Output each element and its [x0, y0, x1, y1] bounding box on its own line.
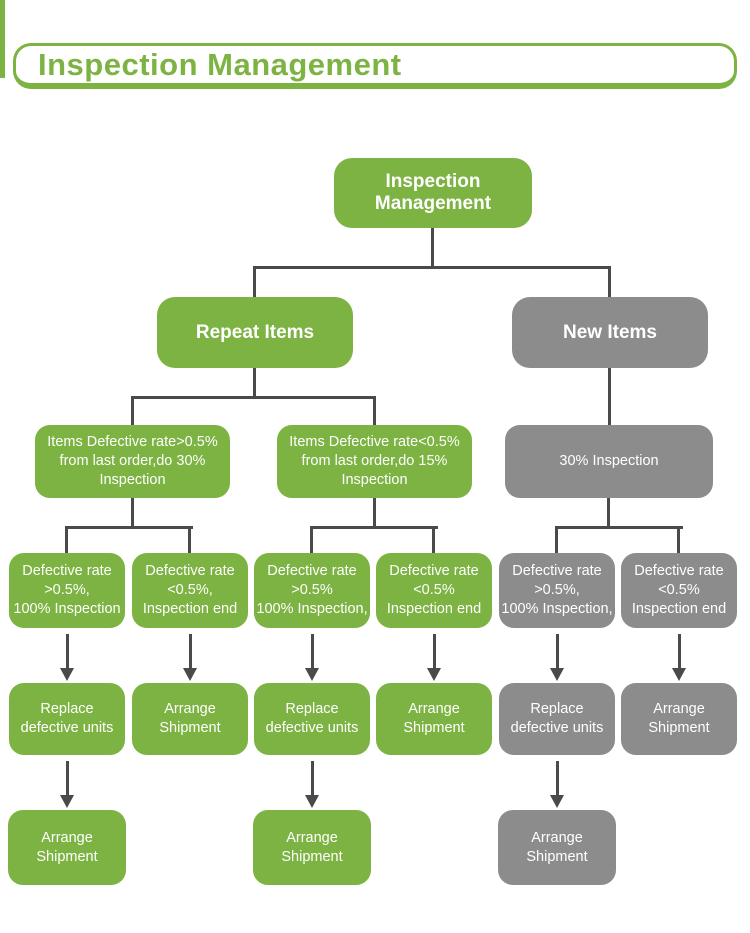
arrow-shaft: [310, 634, 314, 668]
arrow-head: [183, 668, 197, 681]
connector-line: [65, 526, 193, 529]
node-label: Inspection Management: [374, 171, 492, 214]
node-rate-low-end-1: Defective rate <0.5%, Inspection end: [132, 553, 248, 628]
arrow-shaft: [555, 761, 559, 795]
arrow-shaft: [65, 761, 69, 795]
node-rate-low-end-3: Defective rate <0.5% Inspection end: [621, 553, 737, 628]
node-inspection-management: Inspection Management: [334, 158, 532, 228]
node-final-shipment-1: Arrange Shipment: [8, 810, 126, 885]
node-rate-high-100pct-2: Defective rate >0.5% 100% Inspection,: [254, 553, 370, 628]
node-label: Arrange Shipment: [403, 701, 465, 736]
arrow-head: [305, 795, 319, 808]
arrow-head: [550, 795, 564, 808]
page-header: Inspection Management: [13, 43, 737, 89]
node-label: New Items: [563, 321, 657, 343]
connector-line: [555, 526, 683, 529]
arrow-shaft: [310, 761, 314, 795]
connector-line: [373, 396, 376, 425]
connector-line: [607, 498, 610, 529]
arrow-head: [672, 668, 686, 681]
header-accent-bar: [0, 0, 5, 78]
node-defect-rate-low-15pct: Items Defective rate<0.5% from last orde…: [277, 425, 472, 498]
node-label: Arrange Shipment: [648, 701, 710, 736]
connector-line: [608, 266, 611, 297]
connector-line: [555, 526, 558, 553]
node-repeat-items: Repeat Items: [157, 297, 353, 368]
connector-line: [253, 266, 256, 297]
node-label: Items Defective rate<0.5% from last orde…: [289, 434, 460, 488]
node-rate-high-100pct-1: Defective rate >0.5%, 100% Inspection: [9, 553, 125, 628]
node-rate-high-100pct-3: Defective rate >0.5%, 100% Inspection,: [499, 553, 615, 628]
node-replace-units-1: Replace defective units: [9, 683, 125, 755]
connector-line: [253, 266, 611, 269]
connector-line: [373, 498, 376, 529]
down-arrow: [60, 634, 74, 681]
node-replace-units-2: Replace defective units: [254, 683, 370, 755]
node-label: Items Defective rate>0.5% from last orde…: [47, 434, 218, 488]
node-label: Repeat Items: [195, 321, 315, 343]
node-label: Replace defective units: [20, 701, 114, 736]
node-30pct-inspection: 30% Inspection: [505, 425, 713, 498]
node-final-shipment-3: Arrange Shipment: [498, 810, 616, 885]
node-label: Defective rate <0.5% Inspection end: [631, 563, 727, 617]
connector-line: [677, 526, 680, 553]
arrow-shaft: [432, 634, 436, 668]
node-label: Defective rate >0.5% 100% Inspection,: [256, 563, 368, 617]
node-label: Arrange Shipment: [281, 829, 343, 865]
node-label: Arrange Shipment: [526, 829, 588, 865]
connector-line: [310, 526, 438, 529]
node-label: 30% Inspection: [559, 453, 659, 470]
connector-line: [65, 526, 68, 553]
node-rate-low-end-2: Defective rate <0.5% Inspection end: [376, 553, 492, 628]
node-replace-units-3: Replace defective units: [499, 683, 615, 755]
down-arrow: [183, 634, 197, 681]
arrow-head: [427, 668, 441, 681]
node-defect-rate-high-30pct: Items Defective rate>0.5% from last orde…: [35, 425, 230, 498]
arrow-shaft: [65, 634, 69, 668]
down-arrow: [427, 634, 441, 681]
node-label: Arrange Shipment: [36, 829, 98, 865]
down-arrow: [550, 761, 564, 808]
down-arrow: [305, 634, 319, 681]
node-arrange-shipment-2: Arrange Shipment: [376, 683, 492, 755]
connector-line: [131, 396, 134, 425]
arrow-head: [305, 668, 319, 681]
connector-line: [253, 368, 256, 399]
down-arrow: [305, 761, 319, 808]
arrow-shaft: [188, 634, 192, 668]
down-arrow: [60, 761, 74, 808]
node-arrange-shipment-3: Arrange Shipment: [621, 683, 737, 755]
arrow-head: [60, 668, 74, 681]
node-label: Arrange Shipment: [159, 701, 221, 736]
page-title: Inspection Management: [38, 46, 402, 82]
connector-line: [131, 396, 376, 399]
connector-line: [431, 228, 434, 268]
down-arrow: [550, 634, 564, 681]
arrow-shaft: [555, 634, 559, 668]
node-label: Replace defective units: [265, 701, 359, 736]
node-label: Defective rate <0.5% Inspection end: [386, 563, 482, 617]
node-label: Defective rate >0.5%, 100% Inspection,: [501, 563, 613, 617]
node-arrange-shipment-1: Arrange Shipment: [132, 683, 248, 755]
node-new-items: New Items: [512, 297, 708, 368]
connector-line: [432, 526, 435, 553]
connector-line: [131, 498, 134, 529]
connector-line: [188, 526, 191, 553]
node-final-shipment-2: Arrange Shipment: [253, 810, 371, 885]
node-label: Replace defective units: [510, 701, 604, 736]
connector-line: [310, 526, 313, 553]
arrow-head: [60, 795, 74, 808]
arrow-head: [550, 668, 564, 681]
node-label: Defective rate >0.5%, 100% Inspection: [13, 563, 121, 617]
down-arrow: [672, 634, 686, 681]
arrow-shaft: [677, 634, 681, 668]
node-label: Defective rate <0.5%, Inspection end: [142, 563, 238, 617]
connector-line: [608, 368, 611, 425]
